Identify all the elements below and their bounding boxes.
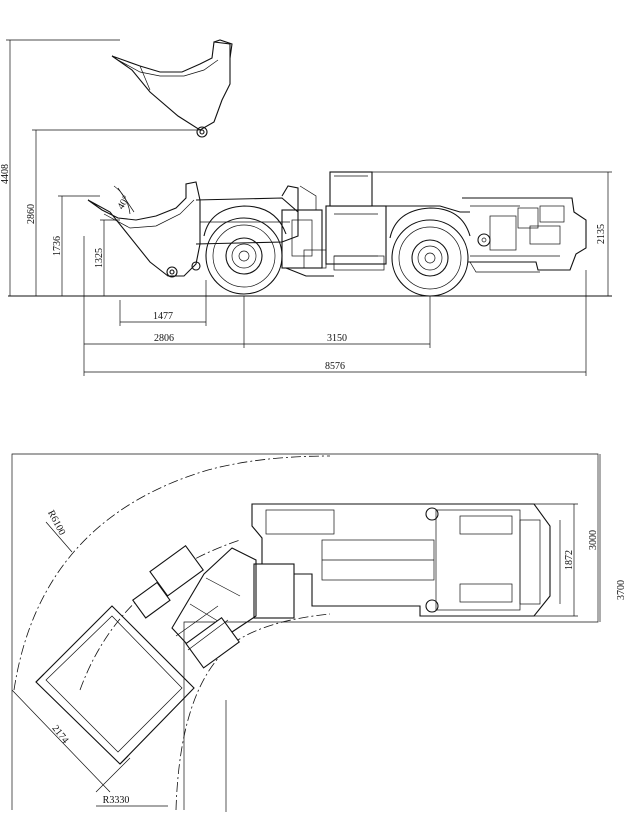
dim-inner-radius: R3330 xyxy=(103,795,130,806)
front-wheel xyxy=(203,205,287,295)
width-dimensions xyxy=(520,454,601,622)
plan-bucket xyxy=(11,605,195,793)
raised-bucket xyxy=(111,39,233,138)
boom xyxy=(195,185,299,245)
dim-front-overhang: 2806 xyxy=(154,333,174,344)
dim-cab-height: 2135 xyxy=(596,224,607,244)
dim-overall-length: 8576 xyxy=(325,361,345,372)
dim-wheelbase: 3150 xyxy=(327,333,347,344)
outer-turning-arc xyxy=(13,455,331,691)
dim-dump-height: 2860 xyxy=(26,204,37,224)
dim-bucket-pin-height: 1736 xyxy=(52,236,63,256)
dim-outer-radius: R6100 xyxy=(45,508,67,537)
rear-chassis xyxy=(325,171,470,271)
height-dimensions xyxy=(6,39,612,296)
dim-bucket-width: 2174 xyxy=(49,723,70,746)
plan-front-body xyxy=(132,544,295,669)
dim-track-width: 1872 xyxy=(564,550,575,570)
length-dimensions xyxy=(83,236,587,376)
front-frame xyxy=(281,185,334,277)
turning-boundary xyxy=(11,453,599,810)
dump-angle-arc xyxy=(113,185,131,215)
dim-clearance-height: 1325 xyxy=(94,248,105,268)
dim-turning-width: 3700 xyxy=(616,580,627,600)
rear-wheel xyxy=(389,207,471,297)
plan-rear-body xyxy=(251,503,551,617)
dim-reach: 1477 xyxy=(153,311,173,322)
inner-turning-arc xyxy=(175,613,331,811)
engine-compartment xyxy=(462,197,587,273)
plan-view: R6100 R3330 2174 1872 3000 3700 xyxy=(11,453,627,812)
dim-overall-height: 4408 xyxy=(0,164,11,184)
dim-machine-width: 3000 xyxy=(588,530,599,550)
side-view: 4408 2860 1736 1325 2135 1477 2806 3150 … xyxy=(0,39,612,376)
outer-radius-leader xyxy=(45,521,73,553)
